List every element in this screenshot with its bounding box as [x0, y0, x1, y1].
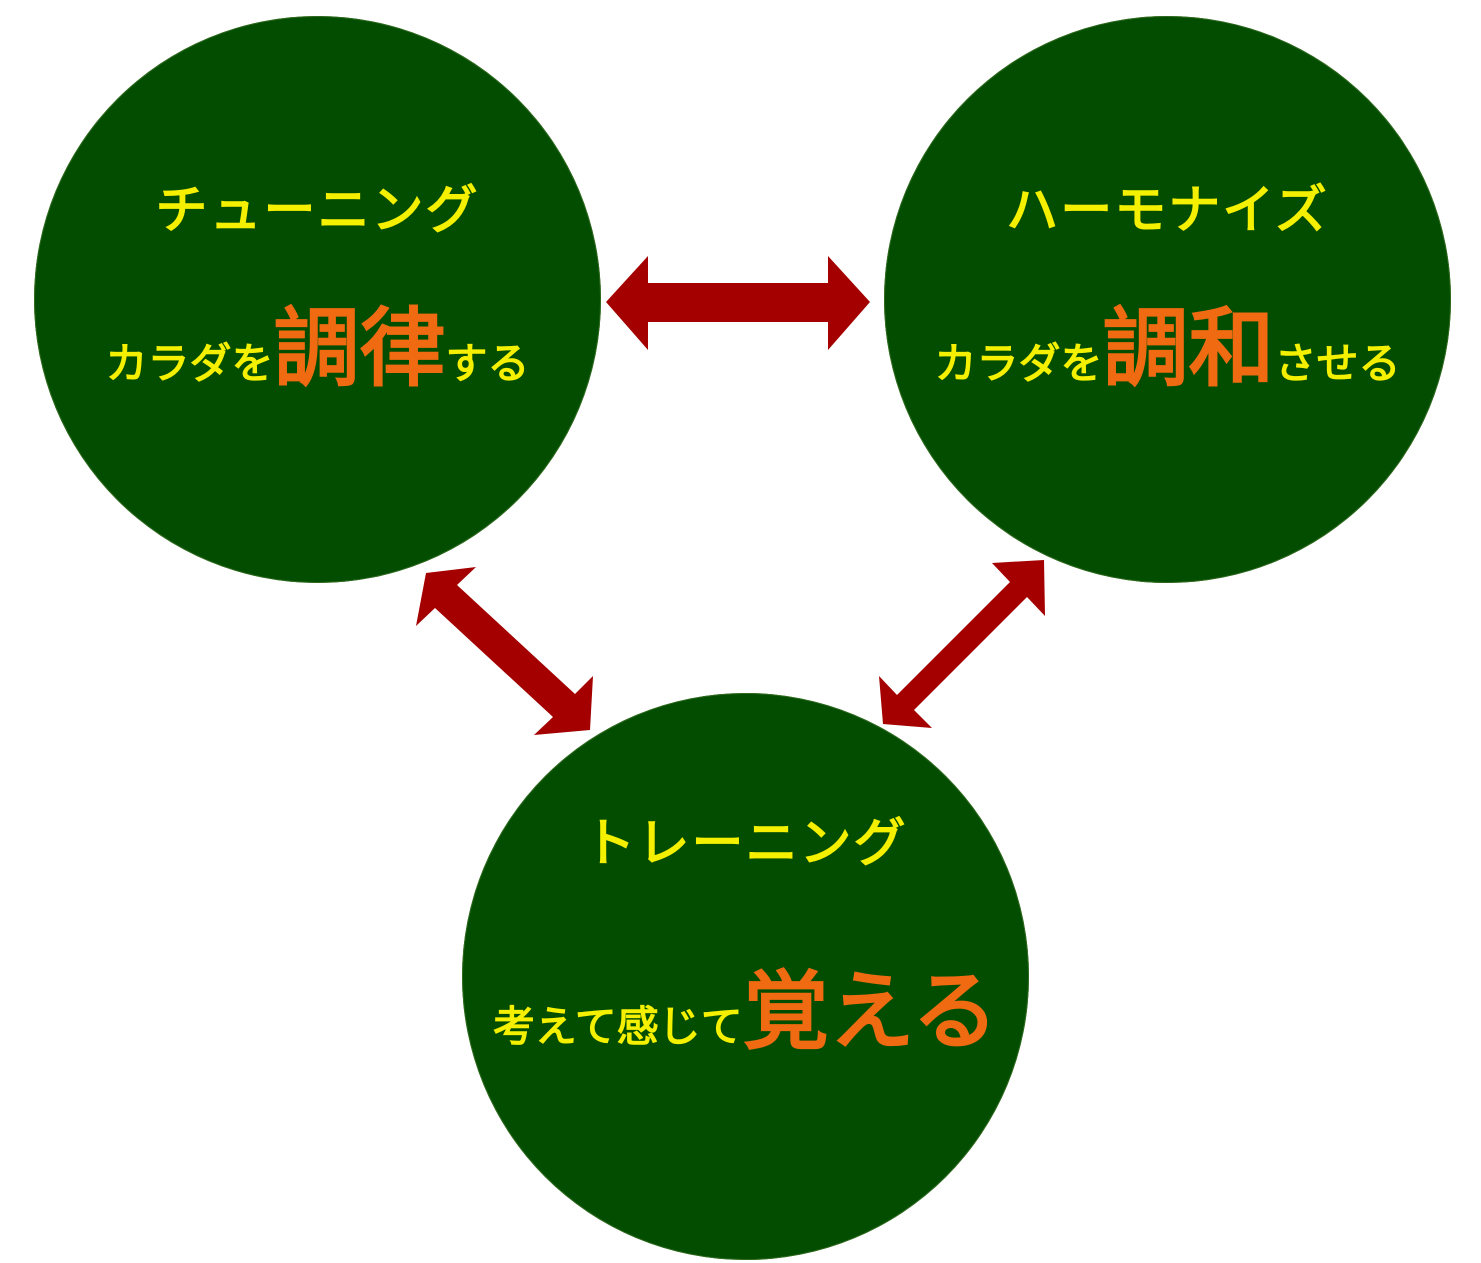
node-title-harmonize: ハーモナイズ — [1006, 181, 1329, 241]
caption-suffix: させる — [1274, 339, 1401, 388]
arrow-harmonize-training — [879, 560, 1045, 728]
caption-suffix: する — [445, 339, 530, 388]
arrow-tuning-harmonize — [606, 256, 870, 350]
node-title-training: トレーニング — [583, 814, 908, 874]
node-caption-harmonize: カラダを調和させる — [884, 278, 1451, 403]
arrow-tuning-training — [416, 567, 593, 735]
caption-prefix: カラダを — [934, 339, 1103, 388]
node-tuning: チューニング カラダを調律する — [34, 16, 601, 583]
node-title-tuning: チューニング — [155, 181, 480, 241]
node-caption-tuning: カラダを調律する — [34, 278, 601, 403]
caption-prefix: カラダを — [105, 339, 274, 388]
caption-emphasis: 覚える — [742, 962, 999, 1062]
caption-emphasis: 調律 — [273, 299, 446, 399]
node-harmonize: ハーモナイズ カラダを調和させる — [884, 16, 1451, 583]
caption-prefix: 考えて感じて — [492, 1002, 743, 1051]
node-training: トレーニング 考えて感じて覚える — [462, 693, 1029, 1260]
node-caption-training: 考えて感じて覚える — [462, 941, 1029, 1066]
caption-emphasis: 調和 — [1102, 299, 1275, 399]
